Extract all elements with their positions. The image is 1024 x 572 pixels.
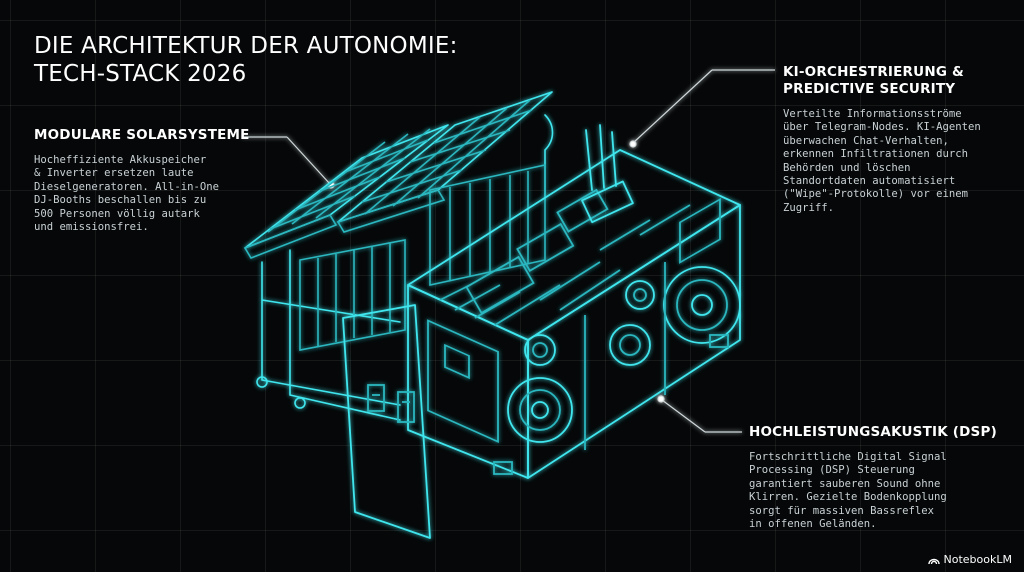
section-ki-body: Verteilte Informationsströme über Telegr… (783, 108, 981, 214)
section-solar: MODULARE SOLARSYSTEME Hocheffiziente Akk… (34, 127, 264, 234)
section-solar-body: Hocheffiziente Akkuspeicher & Inverter e… (34, 154, 219, 234)
title-line-1: DIE ARCHITEKTUR DER AUTONOMIE: (34, 33, 458, 59)
callout-line-dsp (657, 395, 742, 433)
title-line-2: TECH-STACK 2026 (34, 61, 247, 87)
page-title: DIE ARCHITEKTUR DER AUTONOMIE: TECH-STAC… (34, 32, 458, 88)
section-dsp: HOCHLEISTUNGSAKUSTIK (DSP) Fortschrittli… (749, 424, 1009, 531)
notebooklm-logo-icon (927, 558, 940, 564)
section-dsp-heading: HOCHLEISTUNGSAKUSTIK (DSP) (749, 424, 997, 440)
dj-booth-box (342, 124, 741, 539)
section-ki-heading-line-2: PREDICTIVE SECURITY (783, 81, 956, 97)
section-dsp-body: Fortschrittliche Digital Signal Processi… (749, 451, 947, 531)
notebooklm-logo-text: NotebookLM (943, 553, 1012, 566)
section-ki: KI-ORCHESTRIERUNG & PREDICTIVE SECURITY … (783, 64, 1008, 215)
section-ki-heading-line-1: KI-ORCHESTRIERUNG & (783, 64, 964, 80)
solar-panel-unit (243, 91, 554, 421)
callout-line-ki (629, 69, 775, 148)
notebooklm-logo: NotebookLM (927, 553, 1012, 566)
section-solar-heading: MODULARE SOLARSYSTEME (34, 127, 250, 143)
